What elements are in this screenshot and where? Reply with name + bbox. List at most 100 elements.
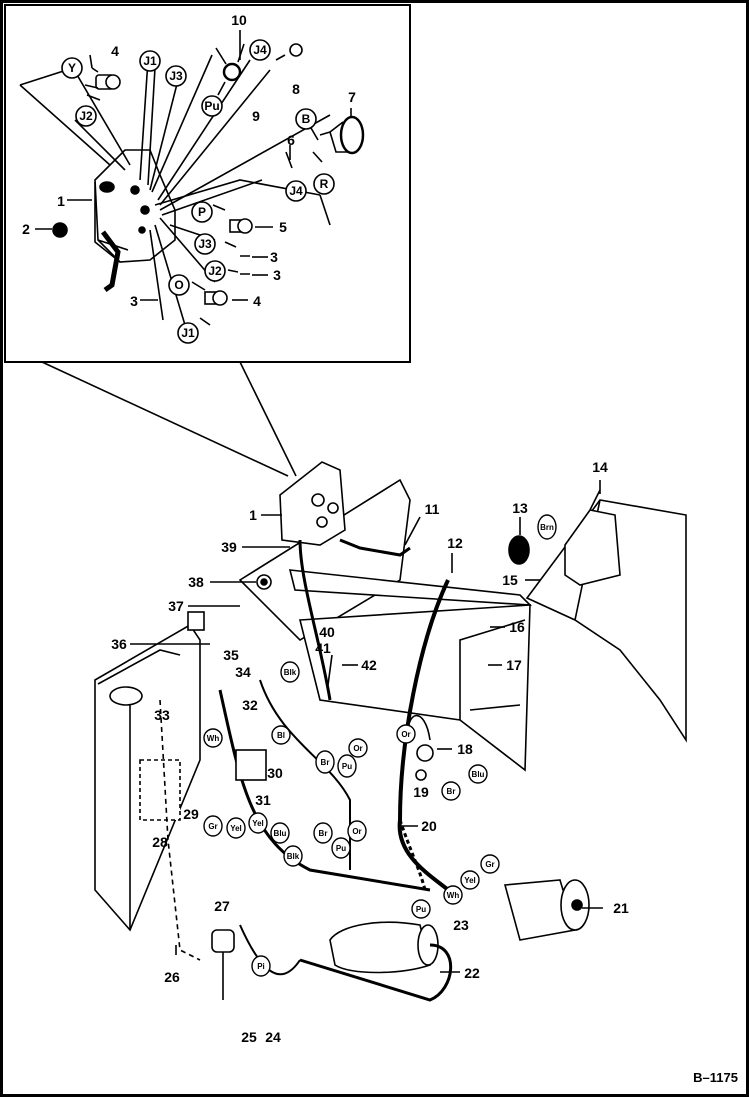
callout: 2 [22, 221, 30, 237]
wire-tag: O [168, 274, 190, 296]
callout: 4 [111, 43, 119, 59]
callout: 39 [221, 539, 237, 555]
svg-text:Pu: Pu [416, 905, 426, 914]
callout: 42 [361, 657, 377, 673]
callout: 38 [188, 574, 204, 590]
svg-text:Wh: Wh [207, 734, 220, 743]
wire-tag: Blu [468, 764, 488, 784]
svg-text:Pu: Pu [336, 844, 346, 853]
svg-text:J4: J4 [289, 184, 303, 198]
callout: 20 [421, 818, 437, 834]
callout: 28 [152, 834, 168, 850]
svg-text:Or: Or [401, 730, 410, 739]
svg-text:Pu: Pu [342, 762, 352, 771]
svg-text:Br: Br [319, 829, 328, 838]
svg-text:J3: J3 [169, 69, 183, 83]
wire-tag: J2 [75, 105, 97, 127]
callout: 32 [242, 697, 258, 713]
svg-text:Bl: Bl [277, 731, 285, 740]
callout: 37 [168, 598, 184, 614]
svg-text:Pi: Pi [257, 962, 265, 971]
callout: 3 [130, 293, 138, 309]
callout: 6 [287, 132, 295, 148]
callout: 36 [111, 636, 127, 652]
wire-tag: Or [348, 738, 368, 758]
svg-text:Y: Y [68, 61, 76, 75]
callout: 25 [241, 1029, 257, 1045]
wire-tag: Gr [203, 815, 223, 837]
callout: 29 [183, 806, 199, 822]
wire-tag: Pu [337, 754, 357, 778]
wire-tag: J1 [139, 50, 161, 72]
wire-tag: Pu [411, 899, 431, 919]
svg-text:Brn: Brn [540, 523, 554, 532]
wire-tag: Br [315, 750, 335, 774]
callout: 19 [413, 784, 429, 800]
wire-tag: P [191, 201, 213, 223]
callout: 22 [464, 965, 480, 981]
svg-text:Gr: Gr [208, 822, 217, 831]
svg-text:Yel: Yel [464, 876, 476, 885]
main-drawing [94, 461, 687, 1002]
svg-text:J2: J2 [79, 109, 93, 123]
wire-tag: Pi [251, 955, 271, 977]
wire-tag: Br [441, 781, 461, 801]
wire-tag: Wh [443, 885, 463, 905]
svg-text:J4: J4 [253, 43, 267, 57]
callout: 3 [270, 249, 278, 265]
callout: 16 [509, 619, 525, 635]
wire-tag: Bl [271, 725, 291, 745]
wire-tag: J3 [194, 233, 216, 255]
callout: 35 [223, 647, 239, 663]
wire-tag: J1 [177, 322, 199, 344]
svg-text:Blu: Blu [274, 829, 287, 838]
callout: 12 [447, 535, 463, 551]
svg-text:Wh: Wh [447, 891, 460, 900]
callout: 1 [249, 507, 257, 523]
inset-callouts: 10 4 8 9 7 6 1 2 5 3 3 3 4 [22, 12, 356, 309]
wire-tag: Yel [226, 817, 246, 839]
callout: 11 [425, 501, 440, 517]
svg-text:B: B [302, 112, 311, 126]
inset-leader [41, 361, 297, 477]
svg-text:O: O [174, 278, 183, 292]
callout: 10 [231, 12, 247, 28]
callout: 8 [292, 81, 300, 97]
wire-tag: Blk [280, 661, 300, 683]
svg-text:Or: Or [353, 744, 362, 753]
wire-tag: Wh [203, 728, 223, 748]
wire-tag: R [313, 173, 335, 195]
wire-tag: Pu [331, 837, 351, 859]
callout: 23 [453, 917, 469, 933]
inset-drawing [19, 30, 365, 326]
main-wire-tags: Brn Blk Wh Bl Br Pu Or Or Blu Br Gr Yel … [203, 514, 557, 977]
wire-tag: Or [347, 820, 367, 842]
wire-tag: Or [396, 724, 416, 744]
wire-tag: J4 [249, 39, 271, 61]
svg-text:Br: Br [321, 758, 330, 767]
callout: 3 [273, 267, 281, 283]
wire-tag: B [295, 108, 317, 130]
wire-tag: Yel [248, 812, 268, 834]
wire-tag: Blu [270, 822, 290, 844]
wire-tag: Pu [201, 95, 223, 117]
svg-text:Pu: Pu [204, 99, 219, 113]
wire-tag: Br [313, 822, 333, 844]
callout: 30 [267, 765, 283, 781]
svg-text:P: P [198, 205, 206, 219]
callout: 26 [164, 969, 180, 985]
callout: 14 [592, 459, 608, 475]
wire-tag: Yel [460, 870, 480, 890]
callout: 31 [255, 792, 271, 808]
svg-text:Blk: Blk [284, 668, 297, 677]
callout: 24 [265, 1029, 281, 1045]
callout: 5 [279, 219, 287, 235]
callout: 15 [502, 572, 518, 588]
wire-tag: J2 [204, 260, 226, 282]
callout: 40 [319, 624, 335, 640]
callout: 41 [315, 640, 331, 656]
svg-text:Br: Br [447, 787, 456, 796]
callout: 1 [57, 193, 65, 209]
